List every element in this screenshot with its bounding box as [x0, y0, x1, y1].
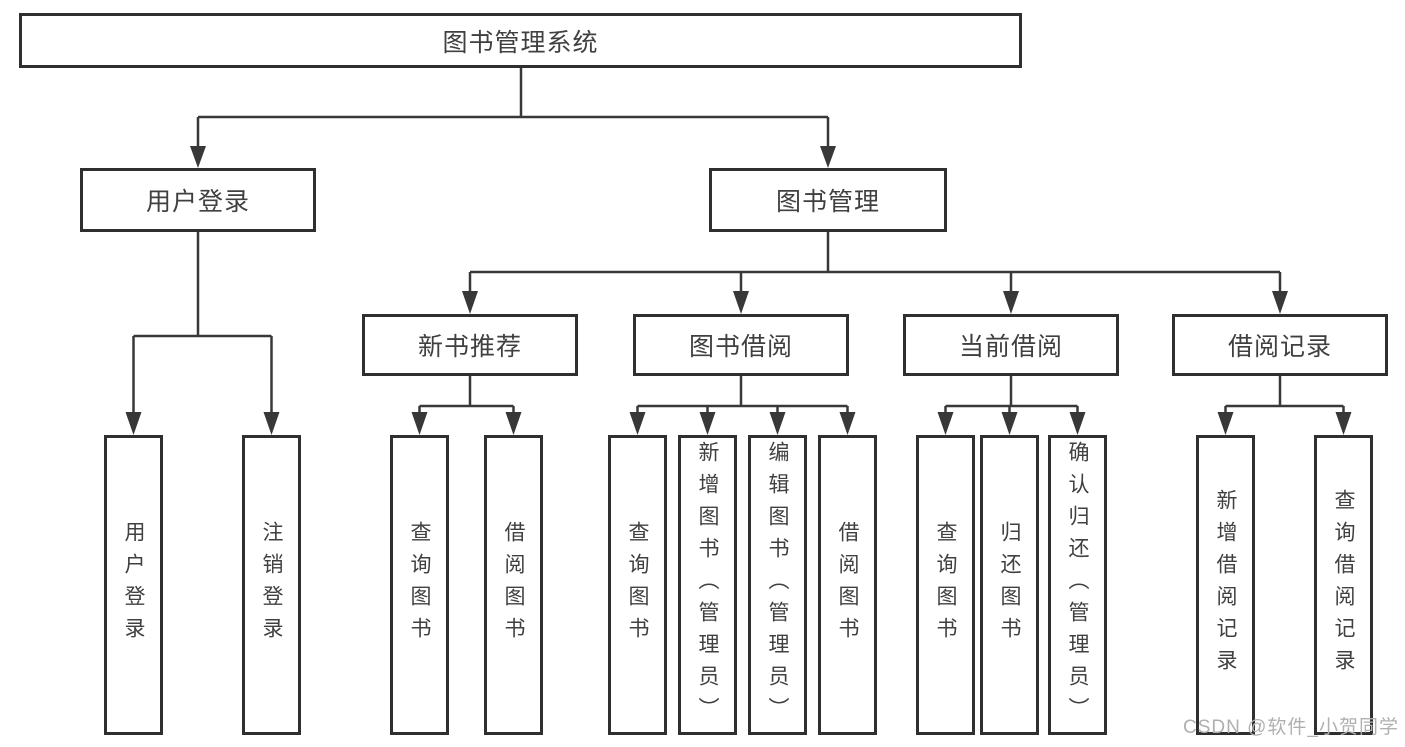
node-current-borrowing: 当前借阅	[903, 314, 1119, 376]
node-leaf-borrow-books: 借阅图书	[818, 435, 877, 735]
node-borrowing-records: 借阅记录	[1172, 314, 1388, 376]
node-book-management: 图书管理	[709, 168, 947, 232]
node-leaf-search-books-recommend: 查询图书	[390, 435, 449, 735]
node-leaf-search-books-current: 查询图书	[916, 435, 975, 735]
node-leaf-borrow-books-recommend: 借阅图书	[484, 435, 543, 735]
node-leaf-edit-books-admin: 编辑图书（管理员）	[748, 435, 807, 735]
node-new-book-recommendation: 新书推荐	[362, 314, 578, 376]
node-leaf-search-books-borrowing: 查询图书	[608, 435, 667, 735]
node-user-login: 用户登录	[80, 168, 316, 232]
arrowheads	[125, 146, 1352, 435]
node-book-borrowing: 图书借阅	[633, 314, 849, 376]
node-leaf-return-books: 归还图书	[980, 435, 1039, 735]
node-leaf-confirm-return-admin: 确认归还（管理员）	[1048, 435, 1107, 735]
node-leaf-add-borrow-record: 新增借阅记录	[1196, 435, 1255, 735]
node-leaf-add-books-admin: 新增图书（管理员）	[678, 435, 737, 735]
node-leaf-logout: 注销登录	[242, 435, 301, 735]
node-leaf-search-borrow-record: 查询借阅记录	[1314, 435, 1373, 735]
csdn-watermark: CSDN @软件_小贺同学	[1183, 717, 1399, 738]
connector-stems	[132, 68, 1345, 416]
node-leaf-user-login: 用户登录	[104, 435, 163, 735]
node-root: 图书管理系统	[19, 13, 1022, 68]
